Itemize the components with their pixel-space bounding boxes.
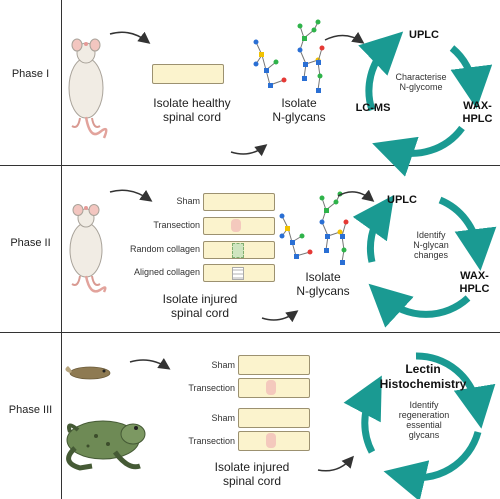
rat-icon — [69, 204, 107, 293]
condition-label: Random collagen — [129, 244, 200, 254]
phase-1-step-1-label: Isolate healthy spinal cord — [130, 96, 254, 124]
cycle-arrow-icon — [352, 194, 497, 328]
text-line: WAX- — [463, 100, 492, 112]
spinal-cord-sample — [152, 64, 224, 84]
glycan-structure-icon — [297, 19, 321, 81]
arrow-icon — [324, 31, 365, 44]
random-collagen-graft — [232, 243, 244, 258]
text-line: glycans — [408, 430, 440, 440]
cycle-arrow-icon — [358, 31, 493, 177]
condition-label: Transection — [188, 436, 235, 446]
phase-3-label: Phase III — [8, 404, 53, 416]
arrow-icon — [337, 189, 375, 202]
phase-1-step-2-label: Isolate N-glycans — [254, 96, 344, 124]
text-line: essential — [406, 420, 442, 430]
frog-icon — [66, 420, 146, 471]
text-line: Isolate injured — [214, 460, 290, 474]
text-line: Identify — [409, 400, 439, 410]
phase-divider — [0, 165, 500, 166]
text-line: HPLC — [462, 113, 493, 125]
arrow-icon — [317, 455, 354, 472]
glycan-structure-icon — [279, 213, 313, 259]
glycan-structure-icon — [316, 45, 325, 93]
spinal-cord-sample — [238, 355, 310, 375]
text-line: N-glycan — [413, 240, 449, 250]
text-line: Isolate injured — [162, 292, 238, 306]
text-line: spinal cord — [170, 306, 230, 320]
condition-label: Sham — [176, 196, 200, 206]
arrow-icon — [129, 358, 171, 370]
spinal-cord-sample — [238, 378, 310, 398]
spinal-cord-sample — [203, 217, 275, 235]
arrow-icon — [261, 310, 299, 323]
glycan-structure-icon — [319, 191, 343, 253]
cycle-center-text: Characterise N-glycome — [386, 72, 456, 92]
cycle-node-lc-ms: LC-MS — [355, 102, 391, 114]
arrow-icon — [230, 144, 268, 157]
arrow-icon — [109, 189, 153, 202]
cycle-arrow-icon — [343, 352, 496, 499]
glycan-structure-icon — [340, 219, 349, 265]
condition-label: Aligned collagen — [133, 267, 200, 277]
cycle-node-wax-hplc: WAX- HPLC — [452, 270, 497, 296]
condition-label: Transection — [153, 220, 200, 230]
text-line: Lectin — [405, 362, 441, 376]
text-line: Identify — [416, 230, 446, 240]
lesion-mark — [266, 380, 276, 395]
text-line: spinal cord — [222, 474, 282, 488]
condition-label: Transection — [188, 383, 235, 393]
lesion-mark — [231, 219, 241, 232]
condition-label: Sham — [211, 413, 235, 423]
cycle-node-uplc: UPLC — [409, 29, 439, 41]
cycle-center-text: Identify regeneration essential glycans — [384, 400, 464, 440]
phase-2-label: Phase II — [10, 237, 51, 249]
text-line: HPLC — [459, 283, 490, 295]
tadpole-icon — [65, 366, 111, 380]
spinal-cord-sample — [238, 408, 310, 428]
spinal-cord-sample — [238, 431, 310, 451]
phase-2-step-1-label: Isolate injured spinal cord — [138, 292, 262, 320]
text-line: Isolate healthy — [153, 96, 231, 110]
phase-2-step-2-label: Isolate N-glycans — [278, 270, 368, 298]
cycle-node-wax-hplc: WAX- HPLC — [455, 100, 500, 126]
text-line: Isolate — [281, 96, 317, 110]
arrow-icon — [109, 31, 151, 44]
phase-divider — [0, 332, 500, 333]
spinal-cord-sample — [203, 264, 275, 282]
condition-label: Sham — [211, 360, 235, 370]
cycle-center-text: Identify N-glycan changes — [396, 230, 466, 260]
rat-icon — [68, 38, 108, 139]
text-line: spinal cord — [162, 110, 222, 124]
phase-1-label: Phase I — [11, 68, 50, 80]
text-line: changes — [413, 250, 449, 260]
lesion-mark — [266, 433, 276, 448]
glycan-structure-icon — [253, 39, 287, 88]
text-line: Characterise — [395, 72, 447, 82]
text-line: Histochemistry — [379, 377, 467, 391]
text-line: WAX- — [460, 270, 489, 282]
label-column-divider — [61, 0, 62, 499]
aligned-collagen-graft — [232, 267, 244, 280]
cycle-node-lectin-histochemistry: Lectin Histochemistry — [368, 362, 478, 392]
text-line: N-glycans — [296, 284, 350, 298]
text-line: N-glycome — [399, 82, 443, 92]
spinal-cord-sample — [203, 193, 275, 211]
text-line: N-glycans — [272, 110, 326, 124]
text-line: Isolate — [305, 270, 341, 284]
phase-3-step-1-label: Isolate injured spinal cord — [190, 460, 314, 488]
text-line: regeneration — [398, 410, 450, 420]
spinal-cord-sample — [203, 241, 275, 259]
cycle-node-uplc: UPLC — [387, 194, 417, 206]
